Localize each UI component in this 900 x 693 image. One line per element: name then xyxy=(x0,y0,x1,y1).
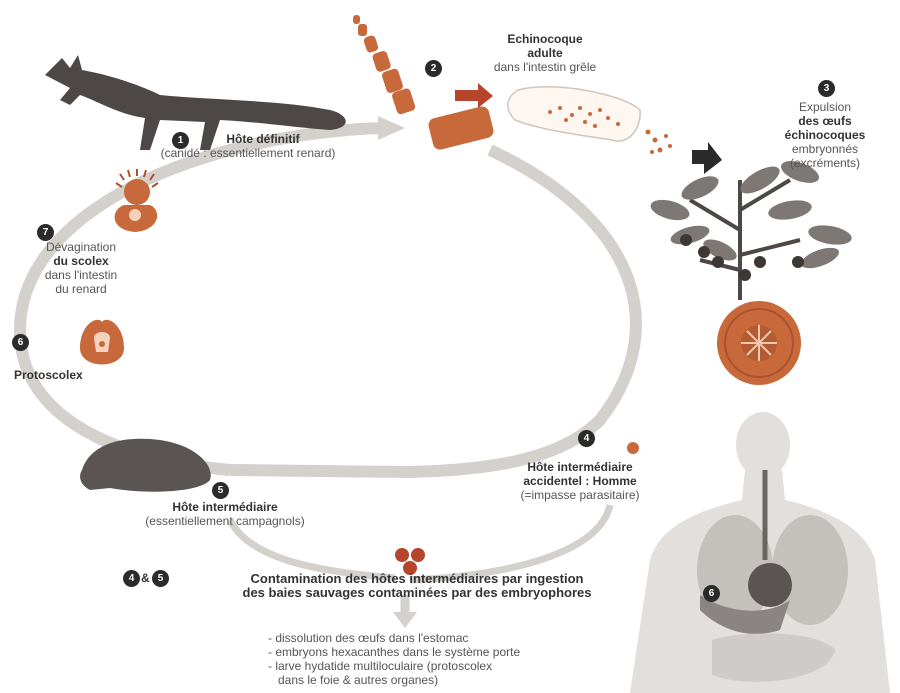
step-4-label: Hôte intermédiaire accidentel : Homme (=… xyxy=(480,460,680,502)
step-1-label: Hôte définitif (canidé : essentiellement… xyxy=(118,132,378,160)
step-4-l1: Hôte intermédiaire xyxy=(527,460,632,474)
step-7-label: Dévagination du scolex dans l'intestin d… xyxy=(26,240,136,296)
step-1-title: Hôte définitif xyxy=(226,132,299,146)
step-5-title: Hôte intermédiaire xyxy=(172,500,277,514)
step-2-sub: dans l'intestin grêle xyxy=(470,60,620,74)
step-2-title-l1: Echinocoque xyxy=(507,32,582,46)
opened-segment-illustration xyxy=(508,87,672,154)
branch-left xyxy=(230,520,395,578)
contamination-l1: Contamination des hôtes intermédiaires p… xyxy=(172,572,662,586)
vole-illustration xyxy=(80,439,211,492)
step-3-marker: 3 xyxy=(818,80,835,97)
egg-drop-arrow xyxy=(692,142,722,174)
step-3-l4: embryonnés xyxy=(765,142,885,156)
contamination-marker-4: 4 xyxy=(123,570,140,587)
egg-cross-section-illustration xyxy=(717,301,801,385)
down-arrow-head xyxy=(393,612,417,628)
cycle-arrowhead xyxy=(378,116,405,140)
step-5-marker: 5 xyxy=(212,482,229,499)
cycle-ring xyxy=(20,128,380,470)
contamination-label: Contamination des hôtes intermédiaires p… xyxy=(172,572,662,600)
step-6-label: Protoscolex xyxy=(14,368,83,382)
step-3-label: Expulsion des œufs échinocoques embryonn… xyxy=(765,100,885,170)
step-6-title: Protoscolex xyxy=(14,368,83,382)
step-5-label: Hôte intermédiaire (essentiellement camp… xyxy=(100,500,350,528)
step-7-l2: du scolex xyxy=(26,254,136,268)
step-6-marker: 6 xyxy=(12,334,29,351)
step-2-label: Echinocoque adulte dans l'intestin grêle xyxy=(470,32,620,74)
step-3-l5: (excréments) xyxy=(765,156,885,170)
outcome-item-4: dans le foie & autres organes) xyxy=(268,673,520,687)
ingested-egg-icon xyxy=(627,442,639,454)
step-7-l4: du renard xyxy=(26,282,136,296)
outcome-item-1: - dissolution des œufs dans l'estomac xyxy=(268,631,520,645)
step-4-l2: accidentel : Homme xyxy=(523,474,636,488)
step-3-l3: échinocoques xyxy=(765,128,885,142)
step-7-l1: Dévagination xyxy=(26,240,136,254)
contamination-l2: des baies sauvages contaminées par des e… xyxy=(172,586,662,600)
step-4-l3: (=impasse parasitaire) xyxy=(480,488,680,502)
step-2-title-l2: adulte xyxy=(527,46,562,60)
berry-plant-illustration xyxy=(648,157,853,300)
step-1-sub: (canidé : essentiellement renard) xyxy=(118,146,378,160)
outcome-item-2: - embryons hexacanthes dans le système p… xyxy=(268,645,520,659)
branch-right xyxy=(410,505,610,580)
step-3-l2: des œufs xyxy=(765,114,885,128)
contamination-marker-5: 5 xyxy=(152,570,169,587)
outcome-item-3: - larve hydatide multiloculaire (protosc… xyxy=(268,659,520,673)
step-7-l3: dans l'intestin xyxy=(26,268,136,282)
step-2-marker: 2 xyxy=(425,60,442,77)
protoscolex-illustration xyxy=(80,320,124,365)
contamination-ampersand: & xyxy=(141,571,150,585)
step-7-marker: 7 xyxy=(37,224,54,241)
cycle-ring-right xyxy=(410,150,636,472)
body-step-6-marker: 6 xyxy=(703,585,720,602)
step-5-sub: (essentiellement campagnols) xyxy=(100,514,350,528)
step-4-marker: 4 xyxy=(578,430,595,447)
outcome-list: - dissolution des œufs dans l'estomac - … xyxy=(268,631,520,687)
release-arrow xyxy=(455,83,493,108)
human-silhouette xyxy=(630,412,890,693)
cycle-ring-bottom xyxy=(230,470,410,472)
step-3-l1: Expulsion xyxy=(765,100,885,114)
